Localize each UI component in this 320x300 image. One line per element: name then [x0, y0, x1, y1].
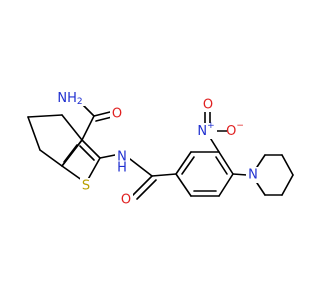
bond-carbonyl-o-b: [95, 116, 113, 122]
bond-co-ring: [151, 173, 177, 177]
bond-pip-3: [281, 154, 294, 176]
bond-th-4: [61, 139, 83, 167]
bond-carbonyl-o-a: [93, 111, 111, 117]
atom-label-nh2: NH2: [57, 91, 82, 108]
bond-th-3: [81, 139, 101, 159]
atom-label-o-nitro-anion: O−: [226, 121, 244, 139]
bond-cp-1: [27, 116, 41, 151]
atom-label-n-piperidine: N: [248, 168, 258, 183]
bond-bz-3: [218, 173, 234, 197]
bond-bz-4b: [215, 156, 228, 175]
bond-layer: [27, 102, 294, 200]
bond-cp-4: [39, 149, 63, 167]
bond-cp-3: [61, 114, 83, 141]
bond-th-4b: [63, 144, 78, 163]
bond-pip-6: [256, 182, 266, 196]
bond-th-3b: [79, 145, 95, 161]
bond-cp-2: [27, 114, 63, 118]
molecule-structure-diagram: NH2 O N H O S N+ O O− N: [27, 89, 294, 208]
atom-label-o-nitro-double: O: [203, 98, 213, 113]
bond-bz-6: [175, 151, 192, 175]
atom-label-n-linker: N: [117, 150, 127, 165]
bond-c3-carbonyl: [81, 115, 95, 141]
atom-label-h-linker: H: [117, 161, 127, 176]
bond-co-o-a: [132, 175, 153, 196]
bond-c2-nh: [99, 154, 116, 159]
bond-co-o-b: [136, 179, 157, 200]
atom-label-o-carboxamide: O: [112, 107, 122, 122]
bond-pip-4: [281, 174, 294, 196]
bond-ring-pip-n: [232, 173, 248, 176]
bond-pip-1: [256, 154, 266, 168]
bond-bz-4: [218, 151, 234, 175]
bond-bz-6b: [181, 156, 195, 175]
atom-label-n-nitro: N+: [197, 121, 214, 139]
bond-nh-co: [129, 158, 153, 177]
atom-label-s: S: [82, 179, 90, 194]
atom-label-layer: NH2 O N H O S N+ O O− N: [57, 89, 260, 208]
atom-label-o-benzamide: O: [121, 193, 131, 208]
bond-bz-1: [175, 173, 192, 197]
